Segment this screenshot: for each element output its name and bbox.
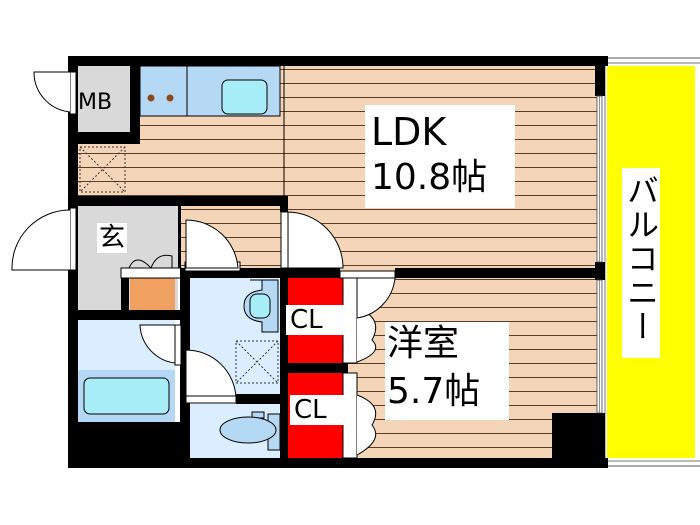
- washbasin-icon: [243, 279, 279, 333]
- western-room-area: 5.7帖: [387, 371, 481, 412]
- door-swing: [356, 277, 396, 319]
- stove-burner-icon: [166, 94, 174, 102]
- closet-2-label: CL: [290, 395, 348, 425]
- mb-label: MB: [78, 90, 113, 115]
- stove-burner-icon: [147, 94, 155, 102]
- kitchen-counter: [139, 65, 281, 117]
- front-door: [11, 207, 77, 271]
- door-swing: [287, 211, 344, 269]
- closet-door: [342, 277, 380, 459]
- closet-1-label: CL: [286, 305, 344, 335]
- door-swing: [139, 324, 176, 364]
- western-room-label: 洋室 5.7帖: [385, 322, 509, 420]
- shoe-box: [130, 278, 175, 310]
- window-sliding: [596, 95, 603, 414]
- ldk-label: LDK 10.8帖: [365, 105, 515, 208]
- door-swing: [128, 254, 173, 269]
- balcony-text: バルコニー: [622, 174, 660, 344]
- washing-machine-space: [235, 340, 279, 384]
- western-room-name: 洋室: [387, 323, 460, 364]
- fridge-space: [79, 146, 126, 193]
- meter-box: [78, 66, 130, 132]
- bathtub-icon: [83, 377, 170, 415]
- entrance-label: 玄: [97, 223, 128, 253]
- door-swing: [185, 219, 239, 269]
- ldk-area: 10.8帖: [371, 157, 488, 198]
- mb-door: [33, 71, 77, 115]
- ldk-name: LDK: [371, 110, 447, 154]
- sink-icon: [221, 79, 268, 115]
- balcony-label: バルコニー: [622, 168, 660, 358]
